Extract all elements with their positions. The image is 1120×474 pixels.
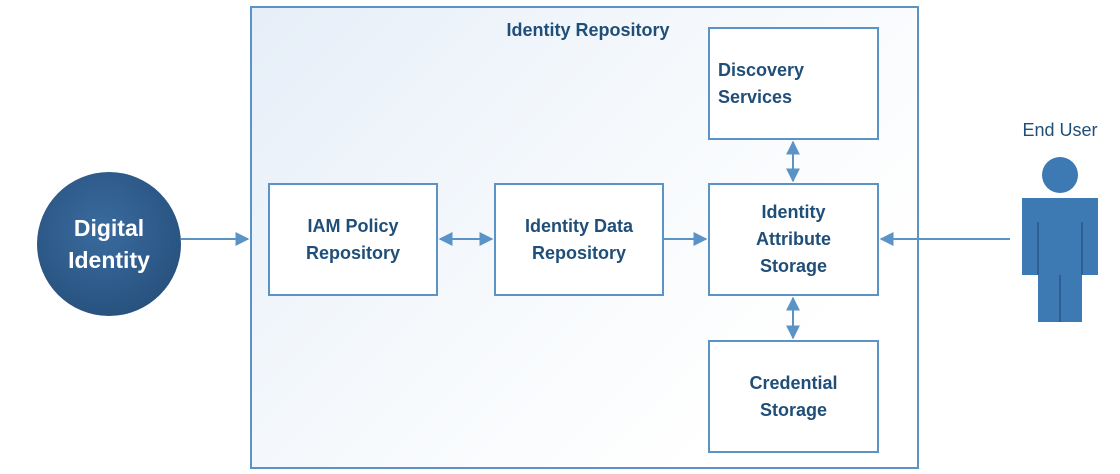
identity-repository-title: Identity Repository (506, 20, 670, 40)
discovery-services-node: Discovery Services (708, 27, 879, 140)
identity-attribute-storage-node: Identity Attribute Storage (708, 183, 879, 296)
iam-policy-repository-node: IAM Policy Repository (268, 183, 438, 296)
identity-data-repository-node: Identity Data Repository (494, 183, 664, 296)
digital-identity-node: Digital Identity (37, 172, 181, 316)
end-user-label: End User (1022, 120, 1098, 140)
credential-storage-node: Credential Storage (708, 340, 879, 453)
end-user-person-icon (1022, 157, 1098, 322)
